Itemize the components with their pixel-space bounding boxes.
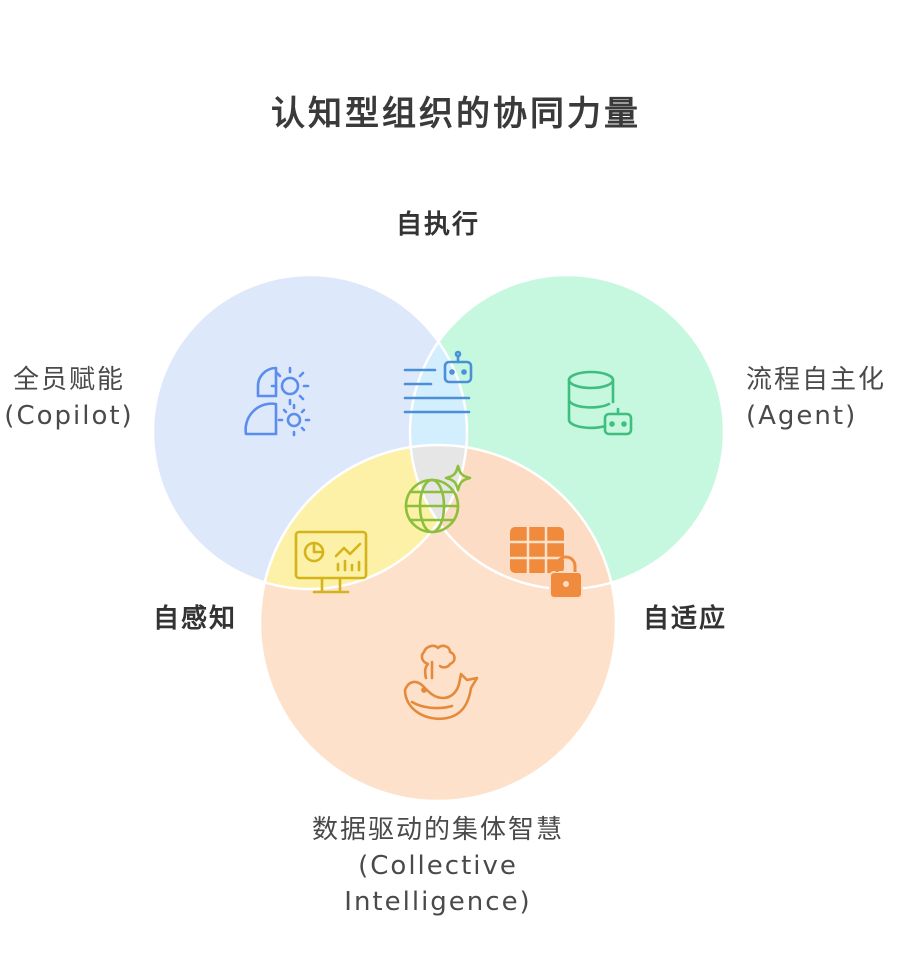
label-top-intersection: 自执行 — [396, 210, 481, 240]
label-left-intersection: 自感知 — [153, 604, 238, 634]
label-copilot: 全员赋能 (Copilot) — [4, 365, 134, 431]
whale-icon — [403, 644, 479, 721]
label-agent: 流程自主化 (Agent) — [746, 365, 887, 431]
list-robot-icon — [403, 350, 473, 414]
page-title: 认知型组织的协同力量 — [271, 94, 641, 134]
label-collective: 数据驱动的集体智慧 (Collective Intelligence) — [311, 815, 564, 917]
label-right-intersection: 自适应 — [643, 604, 728, 634]
database-robot-icon — [567, 370, 633, 436]
table-lock-icon — [510, 527, 583, 599]
globe-sparkle-icon — [404, 464, 472, 534]
overlap-left — [260, 445, 467, 589]
monitor-chart-icon — [294, 530, 368, 594]
brain-gear-icon — [244, 366, 311, 437]
